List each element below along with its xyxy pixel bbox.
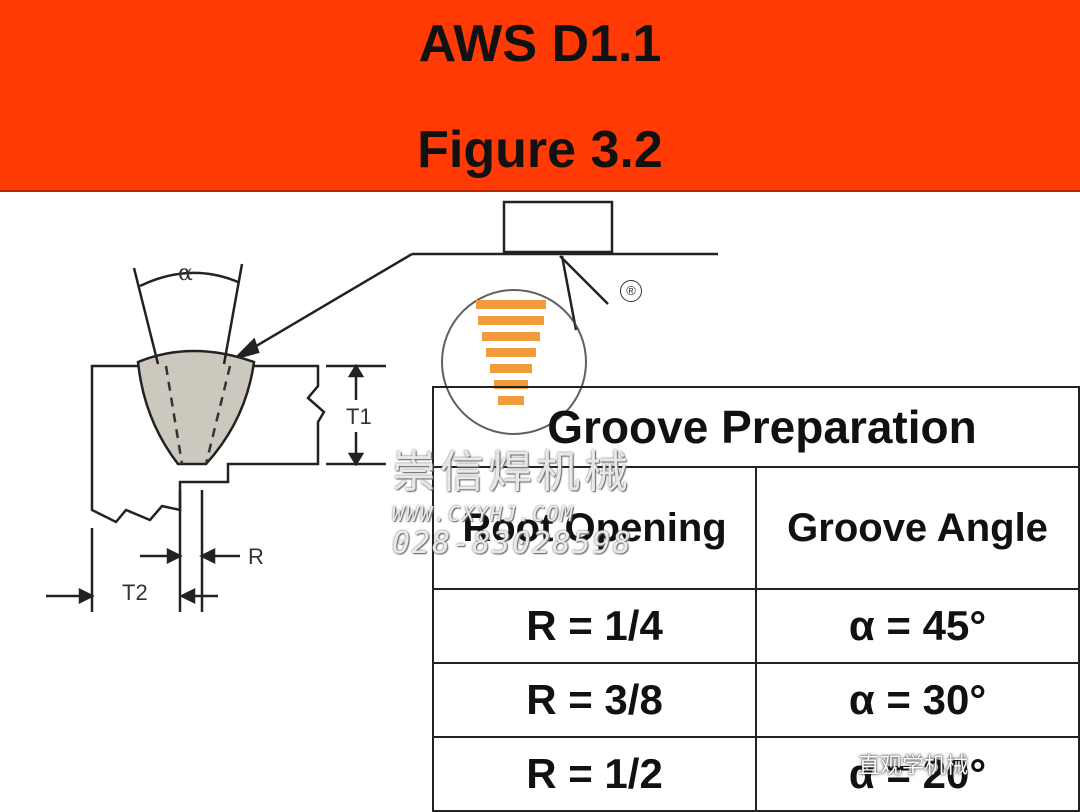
social-account-tag: 直观学机械 [858,754,969,779]
welding-symbol [412,200,718,331]
t1-label: T1 [346,404,372,429]
groove-preparation-table: Groove Preparation Root Opening Groove A… [431,386,1080,812]
root-label: R [248,544,264,569]
groove-angle-cell: α = 45° [755,588,1080,664]
root-opening-cell: R = 1/2 [431,736,758,812]
t1-dimension [326,363,386,467]
angle-dimension [132,263,244,365]
table-row: R = 1/2 α = 20° [431,736,1080,812]
column-header-groove-angle: Groove Angle [755,466,1080,590]
page-title: AWS D1.1 [418,15,662,73]
weld-joint-diagram: α T1 T2 R [46,200,718,612]
root-opening-cell: R = 3/8 [431,662,758,738]
t2-r-dimension [46,490,240,612]
title-banner: AWS D1.1 Figure 3.2 [0,0,1080,192]
angle-label: α [178,261,193,286]
groove-dashed-lines [164,365,232,465]
registered-mark-icon: ® [620,280,642,302]
t2-label: T2 [122,580,148,605]
watermark-name: 崇信焊机械 [392,447,632,498]
figure-label: Figure 3.2 [417,121,663,179]
groove-angle-cell: α = 30° [755,662,1080,738]
table-row: R = 1/4 α = 45° [431,588,1080,664]
table-row: R = 3/8 α = 30° [431,662,1080,738]
table-caption: Groove Preparation [432,386,1080,467]
weld-bead [136,349,256,466]
watermark-phone: 028-83028598 [392,526,633,561]
arrow-leader [231,252,413,361]
watermark: 崇信焊机械 WWW.CXYHJ.COM 028-83028598 [392,436,692,561]
watermark-url: WWW.CXYHJ.COM [392,502,575,526]
root-opening-cell: R = 1/4 [431,588,758,664]
column-header-root-opening: Root Opening [431,466,758,590]
